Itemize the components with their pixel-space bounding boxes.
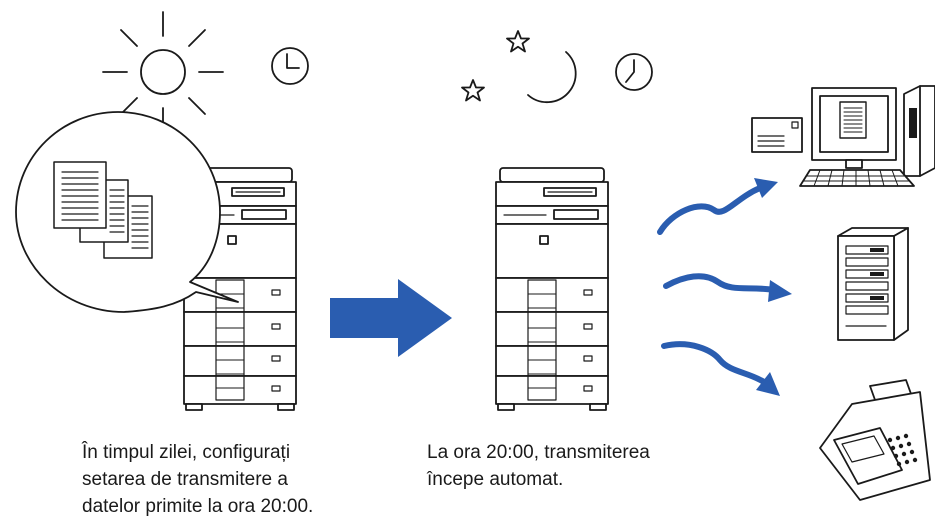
caption-line: datelor primite la ora 20:00.: [82, 496, 314, 517]
caption-line: setarea de transmitere a: [82, 469, 288, 490]
clock-icon: [271, 47, 309, 85]
clock-icon: [615, 53, 653, 91]
process-arrow: [330, 279, 452, 357]
document-bubble: [15, 111, 239, 313]
caption-line: începe automat.: [427, 469, 564, 490]
sun-icon: [102, 11, 224, 133]
night-caption: La ora 20:00, transmiterea începe automa…: [427, 439, 650, 493]
star-icon: [506, 30, 530, 53]
transmission-arrow: [663, 273, 792, 302]
envelope-icon: [751, 117, 803, 153]
star-icon: [461, 79, 485, 102]
moon-icon: [527, 51, 577, 104]
server-icon: [837, 227, 909, 341]
document-stack-icon: [53, 161, 153, 259]
daytime-caption: În timpul zilei, configurați setarea de …: [82, 439, 313, 520]
computer-icon: [751, 85, 935, 187]
transmission-arrow: [657, 178, 778, 235]
fax-icon: [819, 379, 931, 501]
transmission-arrow: [661, 341, 780, 396]
printer-right: [495, 167, 609, 411]
caption-line: În timpul zilei, configurați: [82, 442, 291, 463]
caption-line: La ora 20:00, transmiterea: [427, 442, 650, 463]
